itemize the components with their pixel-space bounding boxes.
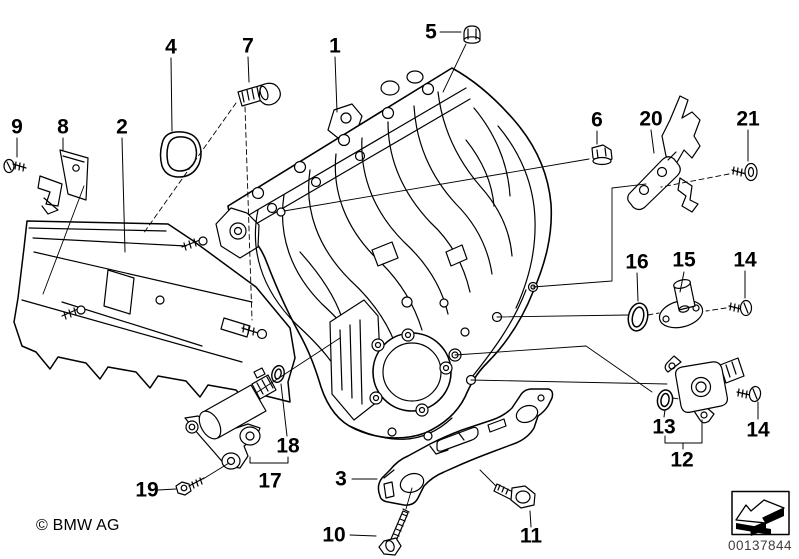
plate-stud-lower xyxy=(61,305,86,320)
callout-19: 19 xyxy=(135,478,159,502)
sensor-12 xyxy=(664,355,745,424)
direction-arrow-box xyxy=(731,490,790,536)
throttle-flange xyxy=(329,299,453,441)
intake-manifold-1 xyxy=(215,67,553,441)
leader-lines xyxy=(16,31,759,537)
o-ring-16 xyxy=(627,302,649,332)
vent-fitting-15 xyxy=(658,279,704,329)
bolt-11 xyxy=(493,483,536,509)
callout-5: 5 xyxy=(425,20,437,44)
idle-valve-17 xyxy=(184,367,277,470)
callout-12: 12 xyxy=(670,448,694,472)
callout-10: 10 xyxy=(322,523,346,547)
o-ring-13 xyxy=(656,389,674,411)
plate-stud-right xyxy=(241,324,268,340)
support-bracket-3 xyxy=(377,388,554,506)
screw-14-upper xyxy=(728,299,753,317)
callout-9: 9 xyxy=(11,115,23,139)
screw-9 xyxy=(3,158,27,174)
profile-gasket-4 xyxy=(159,131,202,178)
image-number-text: 00137844 xyxy=(727,538,793,553)
callout-20: 20 xyxy=(639,107,663,131)
cap-nut-5 xyxy=(463,25,481,44)
bolt-10 xyxy=(378,508,410,556)
callout-17: 17 xyxy=(258,469,282,493)
hex-nut-6 xyxy=(591,144,613,166)
callout-18: 18 xyxy=(276,434,300,458)
screw-14-lower xyxy=(736,385,762,403)
bracket-20 xyxy=(627,95,701,213)
callout-7: 7 xyxy=(242,34,254,58)
callout-15: 15 xyxy=(672,248,696,272)
callout-4: 4 xyxy=(165,35,177,59)
plate-stud-upper xyxy=(181,236,208,251)
callout-6: 6 xyxy=(591,108,603,132)
direction-arrow-icon xyxy=(735,499,785,536)
callout-2: 2 xyxy=(116,115,128,139)
clip-8 xyxy=(37,149,89,215)
copyright-text: © BMW AG xyxy=(36,517,120,534)
support-plate-2 xyxy=(13,220,296,407)
callout-3: 3 xyxy=(335,467,347,491)
screw-21 xyxy=(731,162,758,182)
bolt-7 xyxy=(237,82,281,107)
callout-8: 8 xyxy=(57,115,69,139)
callout-11: 11 xyxy=(519,524,543,548)
bolt-19 xyxy=(175,477,205,496)
callout-16: 16 xyxy=(625,250,649,274)
o-ring-18 xyxy=(271,364,285,384)
callout-14-upper: 14 xyxy=(733,248,757,272)
callout-13: 13 xyxy=(652,415,676,439)
callout-21: 21 xyxy=(736,107,760,131)
callout-14-lower: 14 xyxy=(746,418,770,442)
callout-1: 1 xyxy=(329,34,341,58)
